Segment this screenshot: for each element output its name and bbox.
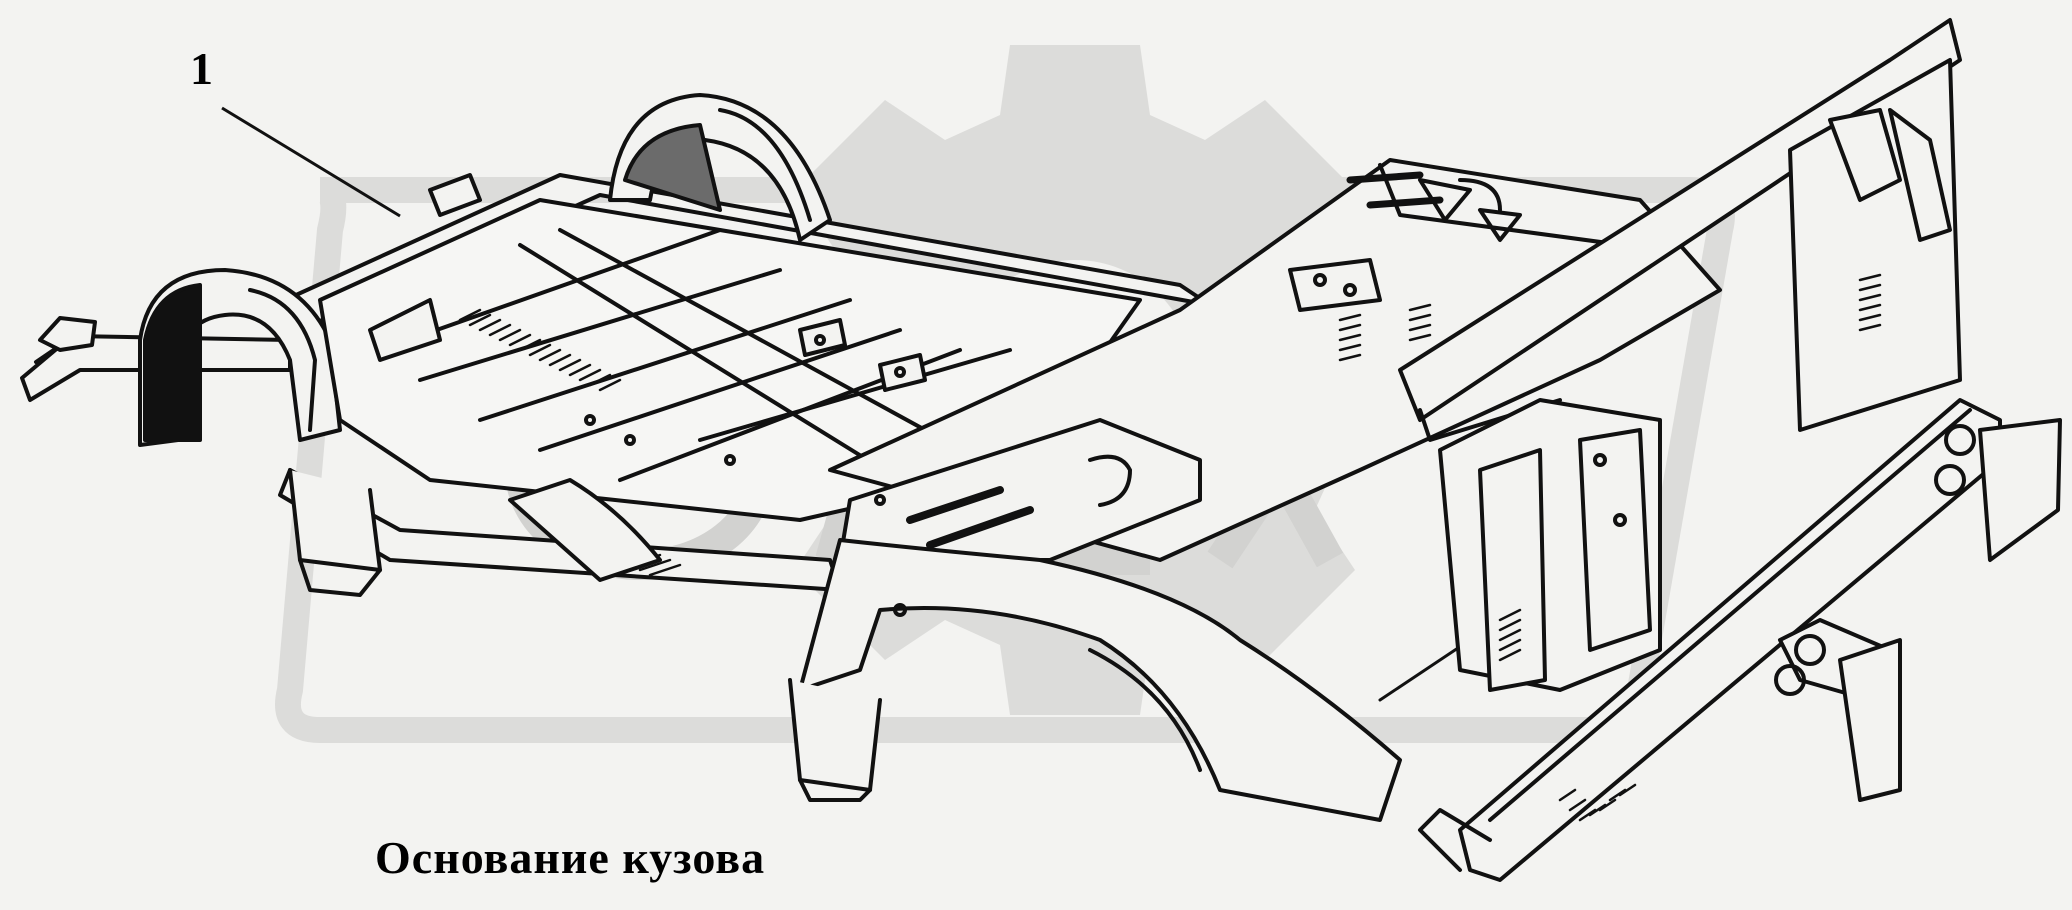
callout-leader-line <box>221 106 401 218</box>
diagram-caption: Основание кузова <box>375 832 766 883</box>
callout-number-1: 1 <box>190 43 213 94</box>
chassis-frame <box>20 18 2062 882</box>
